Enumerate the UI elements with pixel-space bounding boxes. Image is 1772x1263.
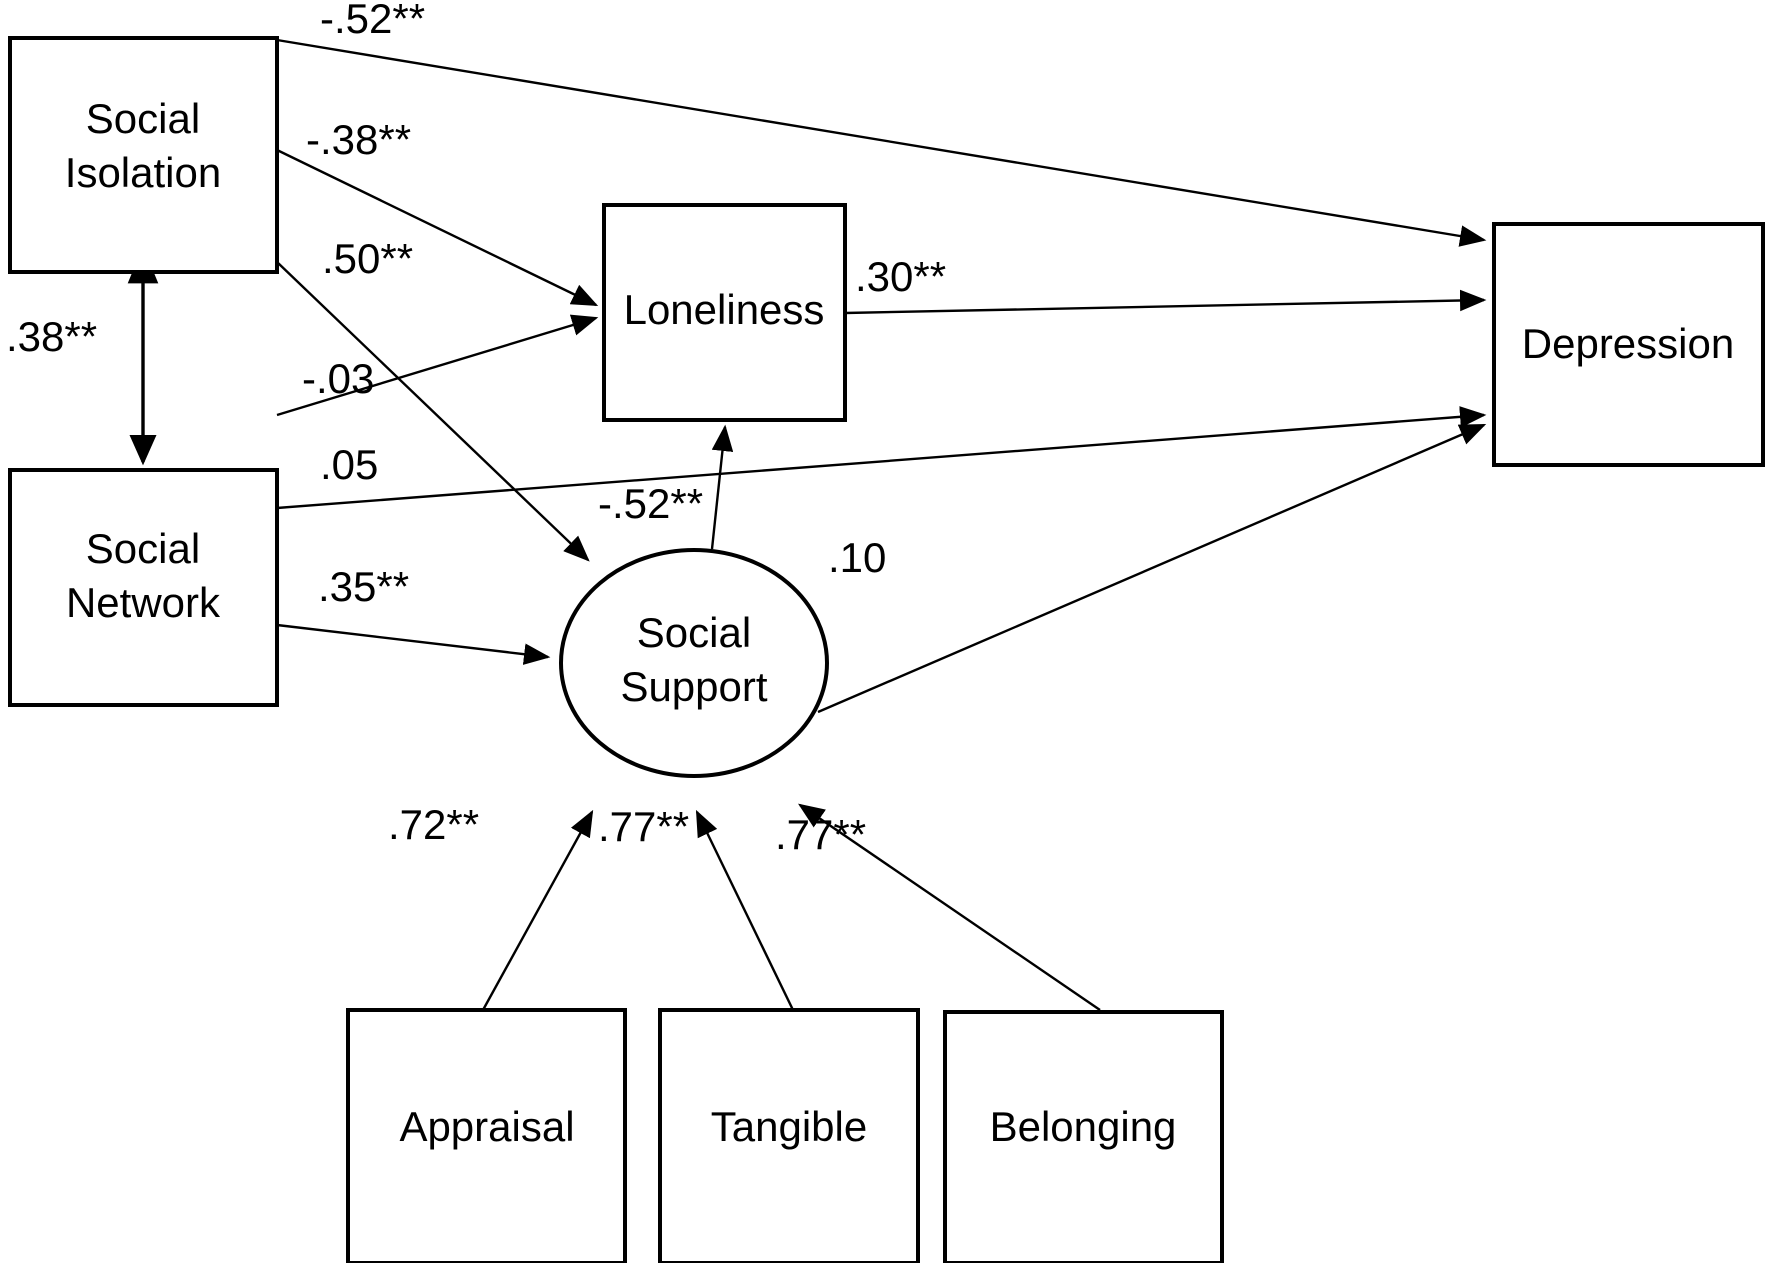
- path-line-iso-dep: [276, 38, 1487, 247]
- path-line-net-lon: [276, 314, 599, 417]
- node-social-network[interactable]: Social Network: [8, 468, 279, 707]
- node-appraisal-rect: [346, 1008, 627, 1263]
- node-social-isolation-label-line1: Social: [86, 95, 200, 142]
- path-coef-iso-lon: -.38**: [306, 116, 411, 163]
- path-line-net-sup: [276, 623, 551, 665]
- node-social-network-label-line1: Social: [86, 525, 200, 572]
- node-social-support-label-line1: Social: [637, 609, 751, 656]
- node-depression-rect: [1492, 222, 1765, 467]
- path-coef-belonging-sup: .77**: [775, 811, 866, 858]
- node-belonging-rect: [943, 1010, 1224, 1263]
- node-appraisal[interactable]: Appraisal: [346, 1008, 627, 1263]
- node-loneliness-rect: [602, 203, 847, 422]
- path-coef-net-sup: .35**: [318, 563, 409, 610]
- path-line-appraisal-sup: [481, 809, 594, 1011]
- node-social-isolation-rect: [8, 36, 279, 274]
- node-belonging-label: Belonging: [990, 1103, 1177, 1150]
- node-appraisal-label: Appraisal: [399, 1103, 574, 1150]
- node-belonging[interactable]: Belonging: [943, 1010, 1224, 1263]
- node-social-isolation[interactable]: Social Isolation: [8, 36, 279, 274]
- node-depression-label: Depression: [1522, 320, 1734, 367]
- path-line-belonging-sup: [798, 803, 1101, 1011]
- path-line-sup-dep: [817, 423, 1487, 714]
- path-coef-iso-dep: -.52**: [320, 0, 425, 42]
- path-coef-appraisal-sup: .72**: [388, 801, 479, 848]
- node-tangible[interactable]: Tangible: [658, 1008, 920, 1263]
- node-social-support[interactable]: Social Support: [559, 548, 829, 778]
- node-depression[interactable]: Depression: [1492, 222, 1765, 467]
- node-social-support-label-line2: Support: [620, 663, 767, 710]
- node-social-isolation-label-line2: Isolation: [65, 149, 221, 196]
- path-line-net-dep: [276, 406, 1487, 510]
- path-line-iso-lon: [276, 148, 599, 307]
- node-social-support-ellipse: [559, 548, 829, 778]
- path-coef-sup-dep: .10: [828, 534, 886, 581]
- path-line-sup-lon: [710, 424, 734, 550]
- path-coef-iso-sup: .50**: [322, 235, 413, 282]
- path-coef-tangible-sup: .77**: [598, 803, 689, 850]
- path-line-iso-sup: [276, 261, 590, 562]
- node-tangible-rect: [658, 1008, 920, 1263]
- node-loneliness[interactable]: Loneliness: [602, 203, 847, 422]
- node-social-network-rect: [8, 468, 279, 707]
- node-social-network-label-line2: Network: [66, 579, 221, 626]
- path-coef-net-dep: .05: [320, 441, 378, 488]
- path-coef-sup-lon: -.52**: [598, 480, 703, 527]
- path-line-tangible-sup: [695, 809, 795, 1011]
- path-coef-net-lon: -.03: [302, 355, 374, 402]
- path-line-lon-dep: [844, 289, 1487, 315]
- node-tangible-label: Tangible: [711, 1103, 867, 1150]
- node-loneliness-label: Loneliness: [624, 286, 825, 333]
- path-coef-lon-dep: .30**: [855, 253, 946, 300]
- path-coef-iso-net: .38**: [6, 313, 97, 360]
